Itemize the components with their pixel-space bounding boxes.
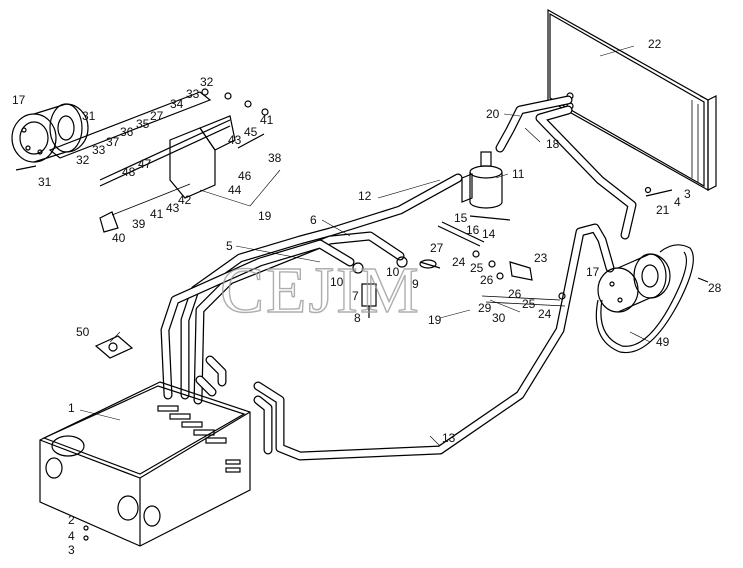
label-10: 10 [386, 265, 400, 279]
label-19: 19 [258, 209, 272, 223]
label-18: 18 [546, 137, 560, 151]
label-5: 5 [226, 239, 233, 253]
label-1: 1 [68, 401, 75, 415]
label-46: 46 [238, 169, 252, 183]
label-23: 23 [534, 251, 548, 265]
callout-labels: 17 31 31 32 33 34 27 35 36 37 32 33 41 4… [12, 37, 722, 557]
label-42: 42 [178, 193, 192, 207]
idler-bracket [437, 221, 566, 307]
evaporator-unit [39, 381, 251, 547]
label-47: 47 [138, 157, 152, 171]
label-26: 26 [480, 273, 494, 287]
label-25: 25 [470, 261, 484, 275]
label-20: 20 [486, 107, 500, 121]
label-50: 50 [76, 325, 90, 339]
label-31: 31 [38, 175, 52, 189]
label-41: 41 [150, 207, 164, 221]
label-11: 11 [512, 167, 525, 181]
label-22: 22 [648, 37, 662, 51]
label-14: 14 [482, 227, 496, 241]
label-36: 36 [120, 125, 134, 139]
label-3: 3 [684, 187, 691, 201]
label-17: 17 [12, 93, 26, 107]
label-43: 43 [228, 133, 242, 147]
label-13: 13 [442, 431, 456, 445]
label-19: 19 [428, 313, 442, 327]
label-3: 3 [68, 543, 75, 557]
label-26: 26 [508, 287, 522, 301]
label-40: 40 [112, 231, 126, 245]
compressor-bracket [48, 88, 269, 233]
label-33: 33 [186, 87, 200, 101]
fasteners [15, 133, 709, 283]
label-32: 32 [76, 153, 90, 167]
label-49: 49 [656, 335, 670, 349]
condenser-radiator [547, 8, 717, 194]
label-6: 6 [310, 213, 317, 227]
evaporator-vents [157, 405, 241, 473]
label-35: 35 [136, 117, 150, 131]
label-45: 45 [244, 125, 258, 139]
relay-plate [94, 335, 134, 359]
receiver-drier [461, 151, 503, 209]
label-30: 30 [492, 311, 506, 325]
label-21: 21 [656, 203, 670, 217]
label-34: 34 [170, 97, 184, 111]
compressor-installed [597, 253, 671, 313]
label-16: 16 [466, 223, 480, 237]
label-4: 4 [68, 529, 75, 543]
watermark-text: CEJIM [220, 254, 421, 327]
label-28: 28 [708, 281, 722, 295]
refrigerant-pipes [160, 95, 637, 461]
label-27: 27 [150, 109, 164, 123]
label-24: 24 [538, 307, 552, 321]
label-24: 24 [452, 255, 466, 269]
label-41: 41 [260, 113, 274, 127]
label-31: 31 [82, 109, 96, 123]
label-33: 33 [92, 143, 106, 157]
label-8: 8 [354, 311, 361, 325]
label-39: 39 [132, 217, 146, 231]
label-32: 32 [200, 75, 214, 89]
label-9: 9 [412, 277, 419, 291]
leader-lines [79, 45, 651, 447]
label-7: 7 [352, 289, 359, 303]
label-4: 4 [674, 195, 681, 209]
label-43: 43 [166, 201, 180, 215]
label-10: 10 [330, 275, 344, 289]
label-15: 15 [454, 211, 468, 225]
label-44: 44 [228, 183, 242, 197]
label-27: 27 [430, 241, 444, 255]
drive-belt [595, 244, 694, 354]
label-17: 17 [586, 265, 600, 279]
label-2: 2 [68, 513, 75, 527]
compressor-detail [11, 103, 89, 163]
label-38: 38 [268, 151, 282, 165]
label-29: 29 [478, 301, 492, 315]
label-12: 12 [358, 189, 372, 203]
label-37: 37 [106, 135, 120, 149]
expansion-valve [352, 256, 441, 318]
label-48: 48 [122, 165, 136, 179]
label-25: 25 [522, 297, 536, 311]
